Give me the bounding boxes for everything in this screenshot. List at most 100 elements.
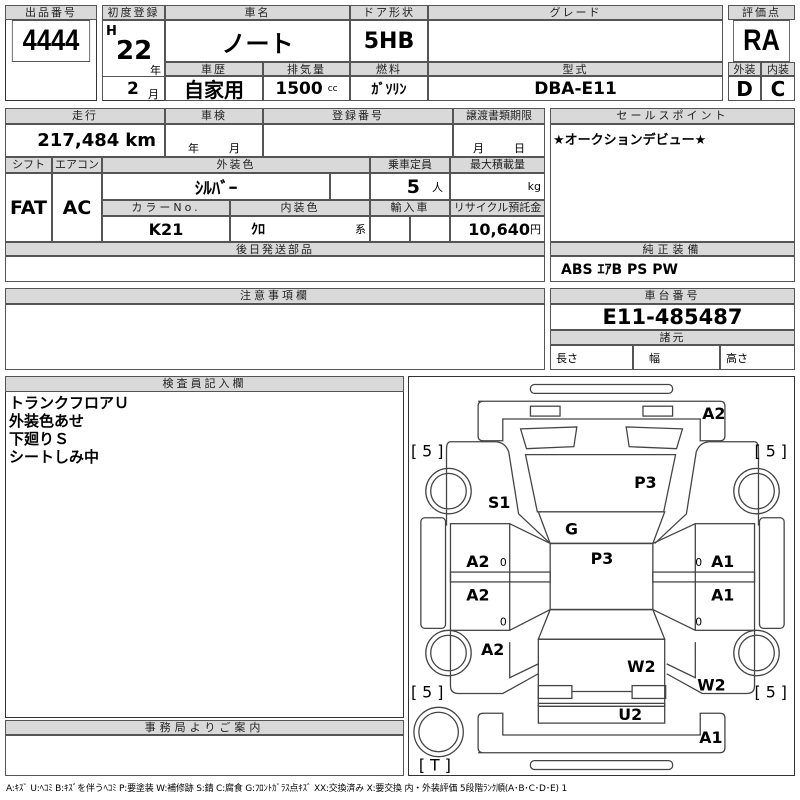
capacity-label: 乗車定員 [370, 157, 450, 173]
ext-color-label: 外装色 [102, 157, 370, 173]
notes-value [5, 304, 545, 370]
spare-tire: [ T ] [419, 756, 451, 775]
history-value: 自家用 [165, 76, 263, 102]
damage-mark: U2 [618, 705, 642, 724]
ac-label: エアコン [52, 157, 102, 173]
damage-mark: A1 [711, 552, 734, 571]
recycle-unit: 円 [530, 223, 541, 236]
int-color-cell: ｸﾛ 系 [230, 216, 370, 242]
fuel-label: 燃料 [350, 62, 428, 76]
recycle-value: 10,640 [468, 219, 530, 239]
mileage-label: 走行 [5, 108, 165, 124]
damage-mark: A2 [466, 586, 489, 605]
mileage-unit: km [125, 130, 156, 151]
sales-point-value: ★オークションデビュー★ [550, 124, 795, 242]
width-cell: 幅 [633, 345, 720, 370]
first-reg-year: 22 [116, 36, 153, 66]
registration-value [263, 124, 453, 157]
era: H [106, 24, 117, 39]
inspection-label: 車検 [165, 108, 263, 124]
damage-diagram: A2 P3 S1 G P3 A2 A1 A2 A1 A2 W2 W2 U2 A1… [408, 376, 795, 776]
max-load-unit: kg [527, 180, 541, 193]
tire-tread: [ 5 ] [755, 682, 787, 701]
shift-label: シフト [5, 157, 52, 173]
later-parts-label: 後日発送部品 [5, 242, 545, 256]
chassis-label: 車台番号 [550, 288, 795, 304]
inspector-line: 外装色あせ [9, 412, 85, 430]
damage-mark: W2 [697, 676, 725, 695]
displacement-cell: 1500 cc [263, 76, 350, 101]
ext-color-extra [330, 173, 370, 200]
score-value: RA [733, 20, 790, 62]
import-cell-b [410, 216, 450, 242]
transfer-month: 月 [473, 142, 484, 155]
notes-label: 注意事項欄 [5, 288, 545, 304]
zero-mark: 0 [500, 615, 507, 628]
inspector-line: 下廻りＳ [9, 430, 70, 448]
shift-value: FAT [5, 173, 52, 242]
later-parts-value [5, 256, 545, 282]
damage-mark: A2 [702, 404, 725, 423]
grade-label: グレード [428, 5, 723, 20]
door-type: 5HB [350, 20, 428, 62]
score-label: 評価点 [728, 5, 795, 20]
max-load-cell: kg [450, 173, 545, 200]
zero-mark: 0 [500, 556, 507, 569]
ext-score: D [728, 76, 761, 101]
transfer-cell: 月日 [453, 124, 545, 157]
sales-point-label: セールスポイント [550, 108, 795, 124]
fuel-value: ｶﾞｿﾘﾝ [350, 76, 428, 101]
int-color-unit: 系 [355, 223, 366, 236]
office-value [5, 735, 404, 776]
int-score-label: 内装 [761, 62, 795, 76]
divider [102, 76, 165, 77]
first-reg-cell [102, 20, 165, 101]
damage-mark: A2 [481, 640, 504, 659]
lot-number: 4444 [11, 20, 91, 62]
import-label: 輸入車 [370, 200, 450, 216]
damage-mark: S1 [488, 493, 510, 512]
damage-mark: A1 [711, 586, 734, 605]
displacement-unit: cc [327, 83, 338, 94]
damage-mark: A1 [699, 728, 722, 747]
registration-label: 登録番号 [263, 108, 453, 124]
displacement-value: 1500 [275, 78, 323, 99]
height-cell: 高さ [720, 345, 795, 370]
tire-tread: [ 5 ] [411, 682, 443, 701]
transfer-label: 譲渡書類期限 [453, 108, 545, 124]
first-reg-month: 2 [127, 79, 139, 99]
inspector-line: トランクフロアＵ [9, 394, 130, 412]
length-label: 長さ [556, 351, 578, 365]
damage-mark: P3 [634, 473, 657, 492]
capacity-value: 5 [406, 175, 420, 198]
tire-tread: [ 5 ] [755, 442, 787, 461]
int-score: C [761, 76, 795, 101]
office-label: 事務局よりご案内 [5, 720, 404, 735]
inspection-year: 年 [188, 142, 199, 155]
inspection-month: 月 [229, 142, 240, 155]
car-name-label: 車名 [165, 5, 350, 20]
displacement-label: 排気量 [263, 62, 350, 76]
import-cell-a [370, 216, 410, 242]
inspector-label: 検査員記入欄 [5, 376, 404, 392]
ac-value: AC [52, 173, 102, 242]
first-reg-label: 初度登録 [102, 5, 165, 20]
ext-score-label: 外装 [728, 62, 761, 76]
damage-mark: P3 [591, 549, 614, 568]
chassis-number: E11-485487 [550, 304, 795, 330]
color-no-value: K21 [102, 216, 230, 242]
recycle-label: リサイクル預託金 [450, 200, 545, 216]
transfer-day: 日 [514, 142, 525, 155]
int-color-value: ｸﾛ [251, 222, 265, 238]
month-unit: 月 [148, 88, 159, 101]
max-load-label: 最大積載量 [450, 157, 545, 173]
lot-label: 出品番号 [5, 5, 97, 20]
equipment-label: 純正装備 [550, 242, 795, 256]
color-no-label: カラーNo. [102, 200, 230, 216]
height-label: 高さ [726, 351, 748, 365]
spec-label: 諸元 [550, 330, 795, 345]
door-label: ドア形状 [350, 5, 428, 20]
